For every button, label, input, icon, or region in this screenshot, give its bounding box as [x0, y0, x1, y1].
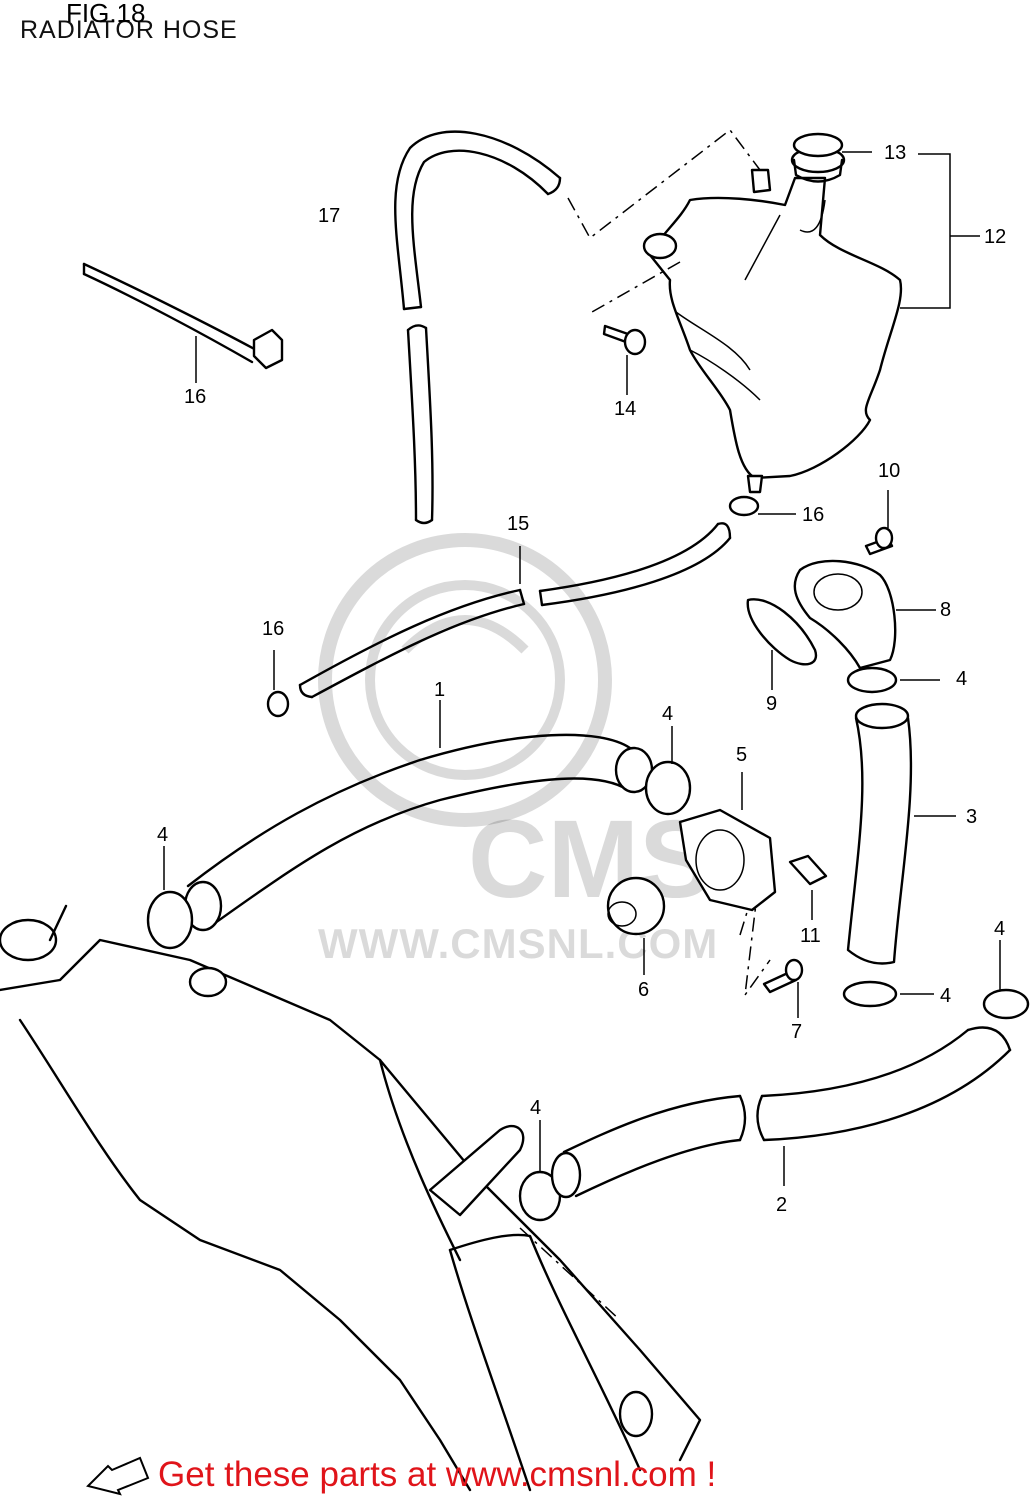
part-16-clamp-left	[266, 650, 290, 718]
part-14-screw	[602, 324, 647, 395]
callout-4-far-right: 4	[994, 918, 1006, 940]
callout-5: 5	[736, 744, 748, 766]
callout-9: 9	[766, 693, 778, 715]
part-11-sensor	[788, 854, 828, 920]
part-13-reservoir-cap	[790, 132, 846, 183]
callout-17: 17	[318, 205, 341, 227]
callout-8: 8	[940, 599, 952, 621]
part-10-bolt	[864, 490, 894, 556]
callout-4-center: 4	[662, 703, 674, 725]
callout-15: 15	[507, 513, 530, 535]
callout-16-strap: 16	[184, 386, 207, 408]
radiator	[0, 904, 702, 1492]
callout-3: 3	[966, 806, 978, 828]
part-4-clamps	[146, 666, 1030, 1222]
callout-11: 11	[800, 925, 821, 947]
footer-promo-link[interactable]: Get these parts at www.cmsnl.com !	[158, 1455, 717, 1494]
callout-16-right: 16	[802, 504, 825, 526]
fwd-arrow-icon	[86, 1456, 150, 1496]
callout-4-left: 4	[157, 824, 169, 846]
part-8-thermostat-cover	[793, 559, 936, 670]
watermark-brand: CMS	[468, 798, 713, 921]
part-6-thermostat	[606, 876, 666, 975]
callout-13: 13	[884, 142, 907, 164]
part-5-thermostat-housing	[678, 772, 777, 912]
part-7-bolt	[762, 958, 804, 1018]
part-17-overflow-hose	[394, 130, 562, 525]
callout-1: 1	[434, 679, 446, 701]
callout-10: 10	[878, 460, 901, 482]
callout-12: 12	[984, 226, 1007, 248]
part-1-hose	[183, 700, 654, 932]
callout-16-left: 16	[262, 618, 285, 640]
part-16-strap	[82, 262, 284, 383]
callout-6: 6	[638, 979, 650, 1001]
callout-14: 14	[614, 398, 637, 420]
callout-4-bottom: 4	[530, 1097, 542, 1119]
figure-subtitle: RADIATOR HOSE	[20, 16, 238, 44]
part-3-hose	[846, 702, 956, 965]
part-2-hose	[550, 1026, 1012, 1199]
callout-7: 7	[791, 1021, 803, 1043]
part-15-small-hose	[298, 522, 732, 699]
figure-title: FIG.18	[66, 0, 146, 28]
callout-4-upper-right: 4	[956, 668, 968, 690]
part-16-clamp-right	[728, 495, 796, 517]
part-9-gasket	[746, 598, 818, 690]
callout-4-lower-right: 4	[940, 985, 952, 1007]
watermark-logo	[318, 533, 612, 827]
callout-2: 2	[776, 1194, 788, 1216]
part-12-reservoir-tank	[642, 168, 903, 494]
